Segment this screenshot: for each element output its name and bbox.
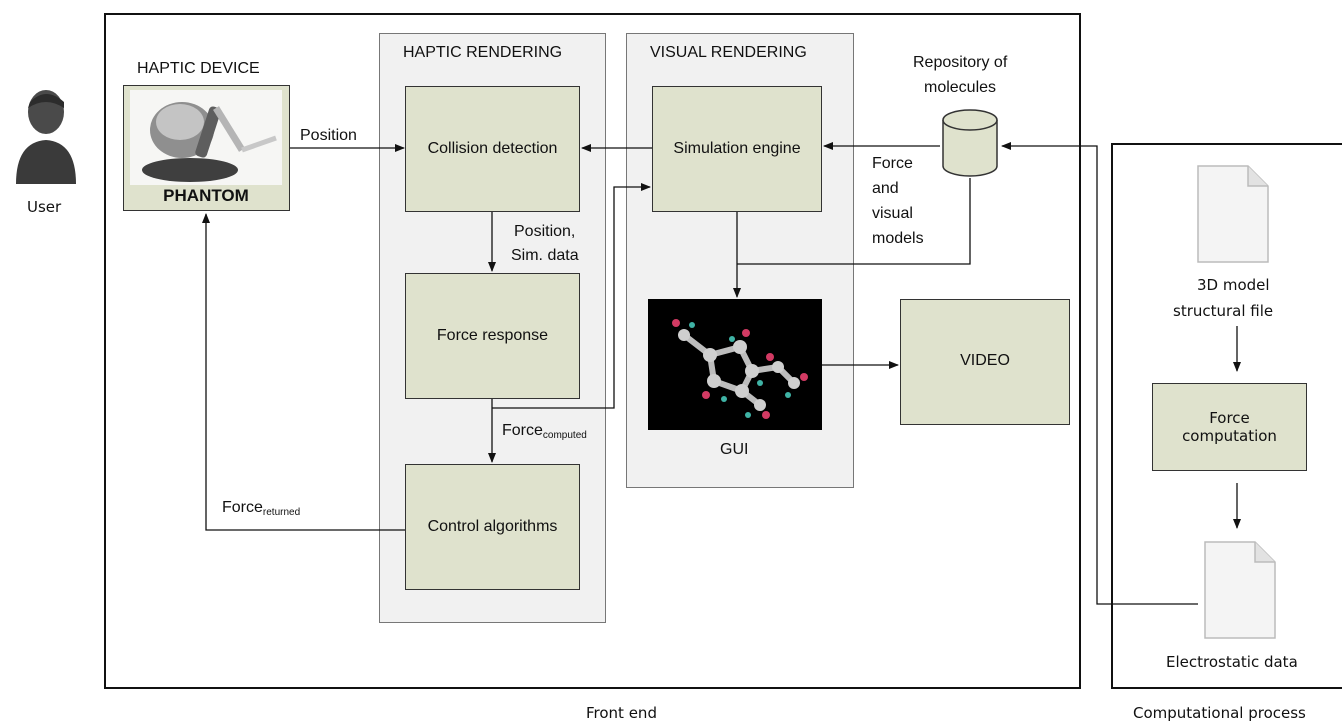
visual-rendering-title: VISUAL RENDERING xyxy=(650,44,807,61)
caption-computational-process: Computational process xyxy=(1133,704,1306,722)
force-returned-main: Force xyxy=(222,499,263,516)
edge-label-force-visual-2: and xyxy=(872,180,899,197)
force-computation-line2: computation xyxy=(1182,427,1277,445)
force-computed-main: Force xyxy=(502,422,543,439)
phantom-device-image xyxy=(130,90,282,185)
front-end-frame xyxy=(104,13,1081,689)
electrostatic-data-file-icon xyxy=(1204,541,1276,639)
gui-molecule-image xyxy=(648,299,822,430)
repository-label-line2: molecules xyxy=(924,79,997,96)
line-repository-to-gui xyxy=(737,178,971,265)
structural-file-label-line2: structural file xyxy=(1173,302,1274,320)
control-algorithms-node: Control algorithms xyxy=(405,464,580,590)
haptic-device-title: HAPTIC DEVICE xyxy=(137,60,260,77)
arrow-control-to-device xyxy=(202,213,405,531)
gui-label: GUI xyxy=(720,441,749,458)
edge-label-force-computed: Forcecomputed xyxy=(502,419,587,448)
repository-database-icon xyxy=(942,109,998,177)
video-node: VIDEO xyxy=(900,299,1070,425)
phantom-device-box: PHANTOM xyxy=(123,85,290,211)
force-computation-line1: Force xyxy=(1209,409,1250,427)
edge-label-position: Position xyxy=(300,127,357,144)
edge-label-position-sim-line1: Position, xyxy=(514,223,576,240)
electrostatic-data-label: Electrostatic data xyxy=(1166,653,1298,671)
force-computed-sub: computed xyxy=(542,430,587,441)
computational-process-frame xyxy=(1111,143,1342,689)
haptic-rendering-title: HAPTIC RENDERING xyxy=(403,44,563,61)
arrow-electrostatic-to-repository xyxy=(1001,142,1198,605)
simulation-engine-node: Simulation engine xyxy=(652,86,822,212)
user-icon xyxy=(16,90,76,184)
force-computation-node: Force computation xyxy=(1152,383,1307,471)
structural-file-label-line1: 3D model xyxy=(1197,276,1270,294)
repository-label-line1: Repository of xyxy=(913,54,1008,71)
caption-front-end: Front end xyxy=(586,704,657,722)
edge-label-force-visual-1: Force xyxy=(872,155,913,172)
edge-label-force-visual-4: models xyxy=(872,230,924,247)
user-label: User xyxy=(27,198,62,216)
phantom-label: PHANTOM xyxy=(163,186,249,205)
structural-file-icon xyxy=(1197,165,1269,263)
edge-label-force-returned: Forcereturned xyxy=(222,496,300,525)
edge-label-force-visual-3: visual xyxy=(872,205,913,222)
collision-detection-node: Collision detection xyxy=(405,86,580,212)
arrow-force-computed-to-simulation xyxy=(492,183,651,409)
force-returned-sub: returned xyxy=(262,507,301,518)
force-response-node: Force response xyxy=(405,273,580,399)
edge-label-position-sim-line2: Sim. data xyxy=(511,247,579,264)
